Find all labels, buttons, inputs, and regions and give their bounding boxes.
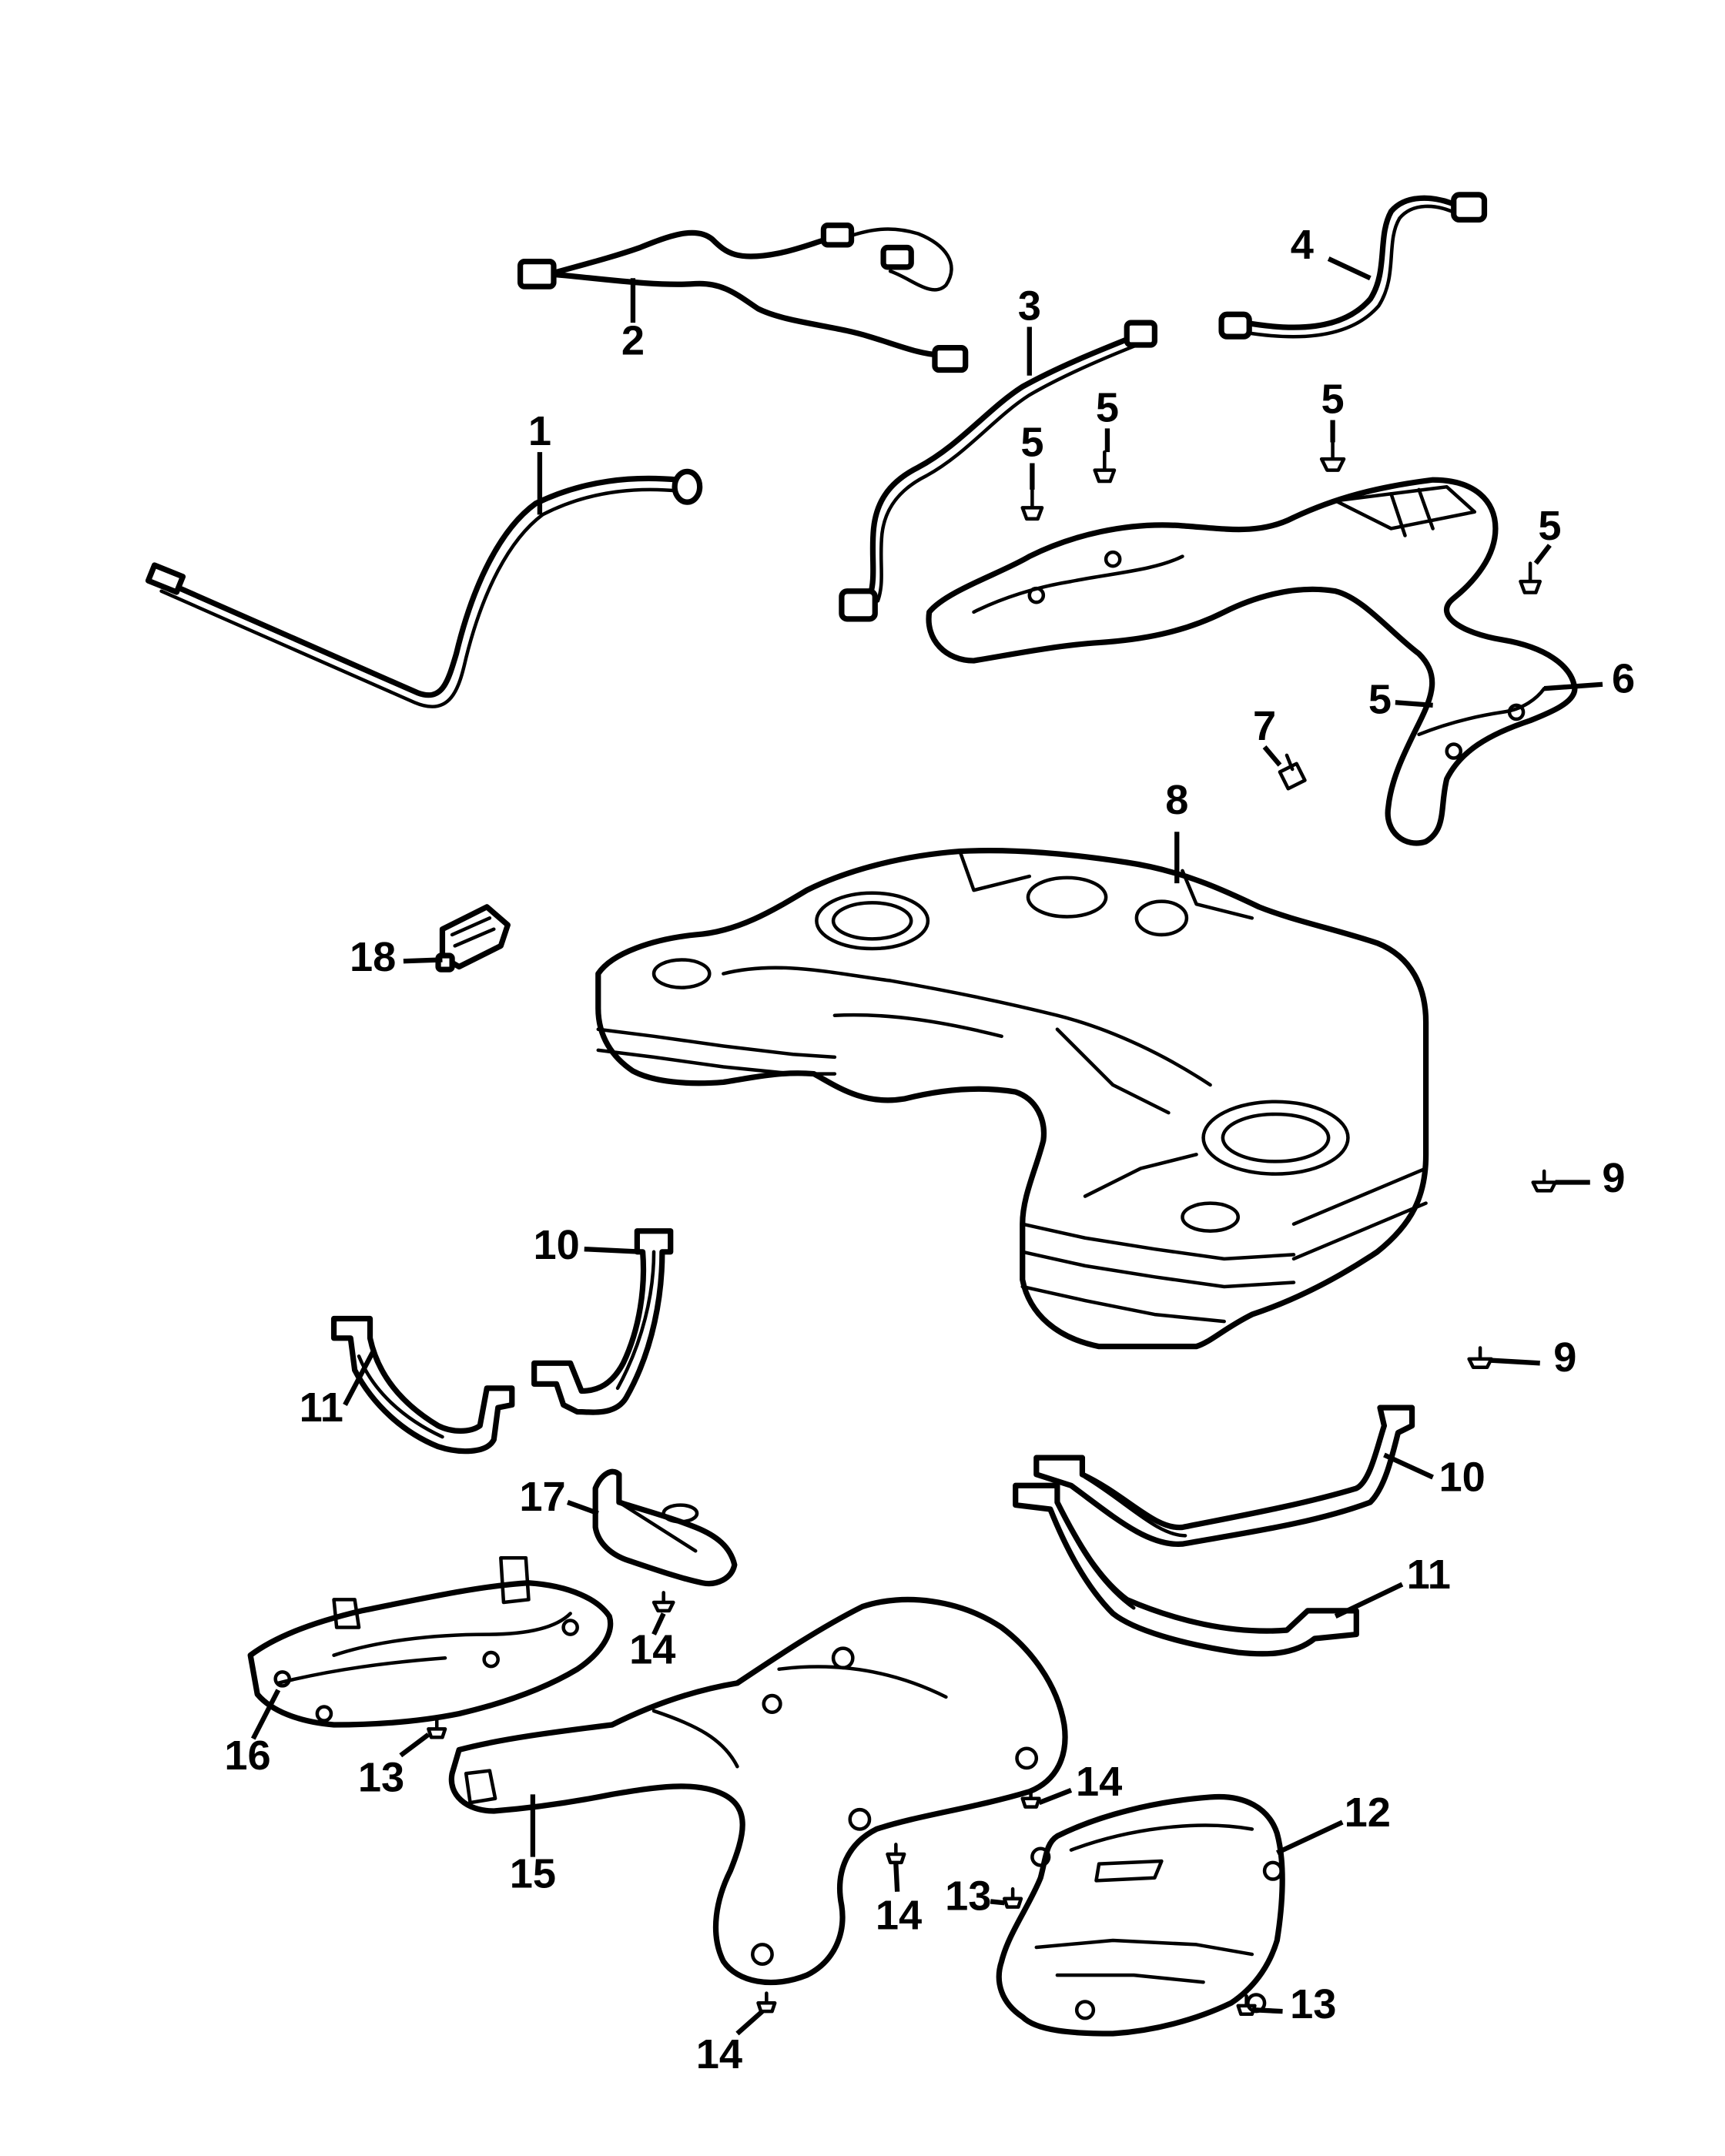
callout-11: 11 xyxy=(300,1384,343,1431)
callout-13: 13 xyxy=(1290,1981,1336,2027)
callout-5: 5 xyxy=(1096,384,1119,430)
callout-18: 18 xyxy=(350,934,396,980)
part-13-clips xyxy=(427,1717,1257,2016)
callout-15: 15 xyxy=(510,1850,556,1897)
callout-12: 12 xyxy=(1345,1789,1391,1836)
part-12-heat-shield xyxy=(996,1793,1285,2037)
callout-14: 14 xyxy=(629,1627,675,1673)
callout-3: 3 xyxy=(1018,283,1041,329)
part-14-push-pins xyxy=(651,1591,1041,2014)
part-17-small-heat-shield xyxy=(592,1468,738,1587)
callout-5: 5 xyxy=(1321,377,1345,423)
callout-5: 5 xyxy=(1020,420,1043,466)
part-2-wiring-harness xyxy=(518,223,969,373)
part-1-vent-tube xyxy=(145,468,703,708)
callout-5: 5 xyxy=(1368,677,1392,723)
part-10-strap-right xyxy=(1033,1404,1415,1547)
callout-14: 14 xyxy=(696,2031,742,2077)
callout-9: 9 xyxy=(1553,1334,1576,1381)
part-15-center-heat-shield xyxy=(448,1596,1068,1986)
part-10-strap-left xyxy=(531,1228,674,1415)
part-6-upper-heat-shield xyxy=(926,477,1578,846)
callout-14: 14 xyxy=(1076,1759,1122,1805)
callout-2: 2 xyxy=(621,318,645,364)
callout-7: 7 xyxy=(1253,703,1276,749)
callout-17: 17 xyxy=(519,1474,565,1520)
callout-4: 4 xyxy=(1291,222,1314,268)
callout-8: 8 xyxy=(1165,777,1188,823)
part-3-fuel-line xyxy=(839,320,1157,622)
callout-13: 13 xyxy=(358,1755,404,1801)
callout-1: 1 xyxy=(528,408,551,454)
leader-lines xyxy=(250,256,1603,2036)
callout-6: 6 xyxy=(1612,656,1635,702)
part-16-heat-shield xyxy=(247,1555,614,1728)
part-4-supply-line xyxy=(1218,192,1488,340)
callout-10: 10 xyxy=(1439,1455,1485,1501)
callout-labels: 1 2 3 4 5 5 5 5 5 6 7 8 9 9 10 10 11 11 … xyxy=(224,222,1635,2077)
callout-10: 10 xyxy=(533,1222,579,1268)
part-9-bolts xyxy=(1467,1169,1557,1369)
callout-13: 13 xyxy=(945,1873,991,1919)
callout-11: 11 xyxy=(1407,1552,1451,1598)
part-11-strap-right xyxy=(1013,1482,1359,1657)
callout-9: 9 xyxy=(1602,1155,1625,1201)
callout-14: 14 xyxy=(876,1893,922,1939)
part-11-strap-left xyxy=(330,1315,515,1455)
part-18-sensor xyxy=(435,904,511,973)
callout-5: 5 xyxy=(1538,503,1561,549)
callout-16: 16 xyxy=(224,1732,270,1779)
part-8-fuel-tank xyxy=(595,848,1429,1350)
part-7-nut xyxy=(1278,753,1307,791)
